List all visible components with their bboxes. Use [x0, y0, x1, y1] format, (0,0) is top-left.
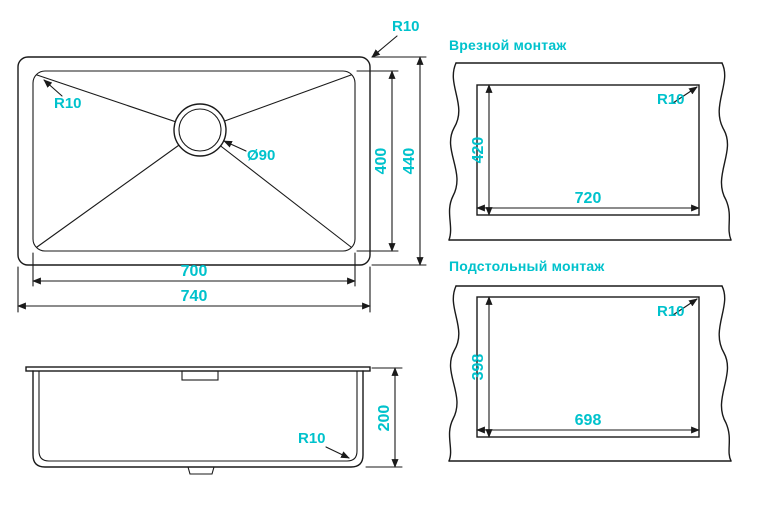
drain-inner-circle	[178, 108, 222, 152]
bowl-depth-label: 400	[373, 148, 390, 175]
cutout-width-label: 720	[575, 190, 602, 207]
inset-mount-view: Врезной монтаж R10 420 720	[448, 37, 732, 241]
cutout-corner-radius-label: R10	[657, 91, 685, 108]
side-corner-radius-label: R10	[298, 430, 326, 447]
cutout-width-label: 698	[575, 412, 602, 429]
cutout-height-label: 398	[470, 354, 487, 381]
countertop-torn-edge-left	[448, 285, 460, 462]
cutout-rect	[476, 296, 700, 438]
bowl-corner-radius-label: R10	[54, 95, 82, 112]
fold-line	[199, 129, 352, 248]
fold-line	[36, 74, 201, 131]
sink-rim	[25, 366, 371, 372]
sink-outer-rect	[17, 56, 371, 266]
cutout-radius-leader	[672, 86, 698, 104]
outer-corner-radius-label: R10	[392, 18, 420, 35]
overall-depth-label: 440	[401, 148, 418, 175]
side-view: 200 R10	[25, 366, 403, 475]
overall-width-label: 740	[181, 288, 208, 305]
outer-radius-leader	[371, 35, 398, 58]
drain-diameter-leader	[223, 140, 247, 152]
height-label: 200	[376, 405, 393, 432]
overflow-box	[181, 370, 219, 381]
countertop-torn-edge-right	[718, 62, 732, 241]
undermount-title: Подстольный монтаж	[449, 258, 605, 274]
inset-mount-title: Врезной монтаж	[449, 37, 567, 53]
bowl-radius-leader	[43, 79, 63, 97]
countertop-torn-edge-right	[718, 285, 732, 462]
depth-dimensions: 400 440	[356, 56, 427, 266]
drain-diameter-label: Ø90	[247, 147, 275, 164]
bowl-fold-lines	[36, 74, 352, 248]
drain-outer-circle	[173, 103, 227, 157]
undermount-view: Подстольный монтаж R10 398 698	[448, 258, 732, 462]
fold-line	[199, 74, 352, 131]
sink-bowl-rect	[32, 70, 356, 252]
fold-line	[36, 129, 201, 248]
side-radius-leader	[325, 446, 350, 459]
cutout-rect	[476, 84, 700, 216]
drain-stub	[187, 466, 215, 475]
cutout-radius-leader	[672, 298, 698, 316]
top-view: R10 R10 Ø90 400 440 700 740	[17, 18, 427, 313]
bowl-width-label: 700	[181, 263, 208, 280]
cutout-height-label: 420	[470, 137, 487, 164]
cutout-corner-radius-label: R10	[657, 303, 685, 320]
body-inner-wall	[38, 370, 358, 462]
countertop-torn-edge-left	[448, 62, 460, 241]
body-outer-wall	[32, 370, 364, 468]
width-dimensions: 700 740	[17, 252, 371, 313]
